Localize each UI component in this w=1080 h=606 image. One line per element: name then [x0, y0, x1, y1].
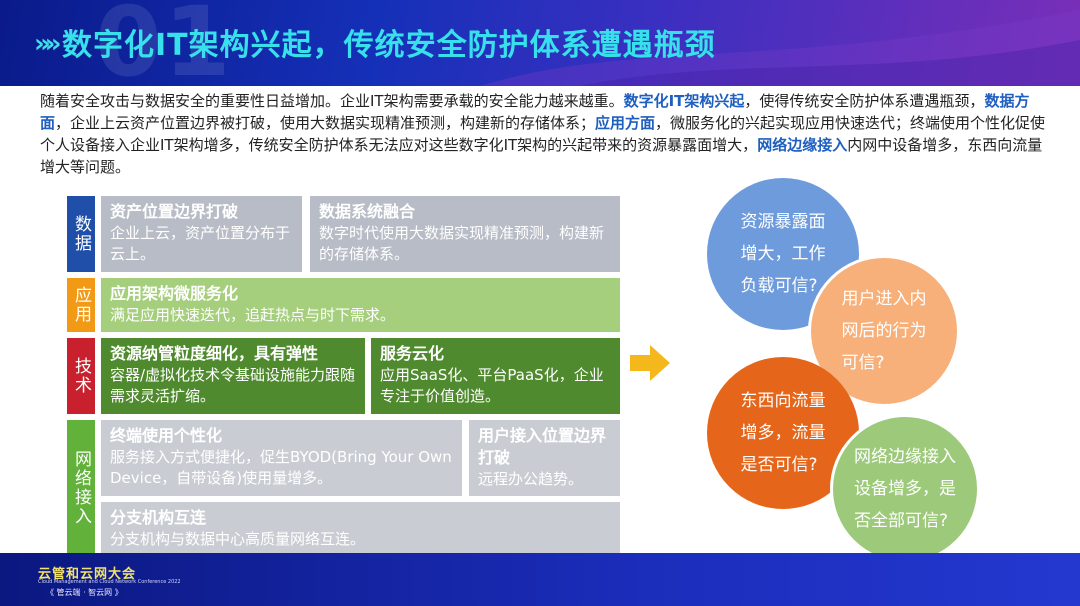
cell-asset-boundary: 资产位置边界打破 企业上云，资产位置分布于云上。: [101, 196, 302, 272]
cell-resource-elastic: 资源纳管粒度细化，具有弹性 容器/虚拟化技术令基础设施能力跟随需求灵活扩缩。: [101, 338, 365, 414]
category-technology: 技术: [67, 338, 95, 414]
intro-highlight-3: 应用方面: [595, 114, 656, 132]
intro-text-3: ，企业上云资产位置边界被打破，使用大数据实现精准预测，构建新的存储体系；: [55, 114, 596, 132]
cell-service-cloud: 服务云化 应用SaaS化、平台PaaS化，企业专注于价值创造。: [371, 338, 620, 414]
cell-title: 终端使用个性化: [110, 426, 223, 445]
chevron-right-icon: »»: [34, 29, 61, 59]
cell-body: 应用SaaS化、平台PaaS化，企业专注于价值创造。: [380, 366, 604, 405]
header-wave-decoration: [480, 10, 1080, 86]
conference-subtitle: Cloud Management and Cloud Network Confe…: [38, 579, 181, 585]
cell-title: 服务云化: [380, 344, 445, 363]
cell-title: 用户接入位置边界打破: [478, 426, 607, 467]
intro-highlight-1: 数字化IT架构兴起: [623, 92, 745, 110]
intro-highlight-2: 数据方面: [40, 92, 1030, 132]
intro-text-5: 内网中设备增多，东西向流量增大等问题。: [40, 136, 1043, 176]
cell-title: 数据系统融合: [319, 202, 416, 221]
cell-title: 分支机构互连: [110, 508, 207, 527]
circle-resource-exposure: 资源暴露面增大，工作负载可信?: [707, 178, 859, 330]
cell-title: 资源纳管粒度细化，具有弹性: [110, 344, 319, 363]
footer-bar: 云管和云网大会 Cloud Management and Cloud Netwo…: [0, 553, 1080, 606]
intro-highlight-4: 网络边缘接入: [757, 136, 848, 154]
header-banner: 01 »» 数字化IT架构兴起，传统安全防护体系遭遇瓶颈: [0, 0, 1080, 86]
cell-terminal-personalization: 终端使用个性化 服务接入方式便捷化，促生BYOD(Bring Your Own …: [101, 420, 462, 496]
category-application: 应用: [67, 278, 95, 332]
cell-body: 分支机构与数据中心高质量网络互连。: [110, 530, 366, 548]
cell-body: 数字时代使用大数据实现精准预测，构建新的存储体系。: [319, 224, 605, 263]
circle-edge-devices: 网络边缘接入设备增多，是否全部可信?: [830, 414, 980, 564]
page-title: 数字化IT架构兴起，传统安全防护体系遭遇瓶颈: [62, 28, 716, 63]
arrow-right-icon: [630, 345, 670, 381]
cell-body: 企业上云，资产位置分布于云上。: [110, 224, 291, 263]
category-network-access: 网络接入: [67, 420, 95, 556]
cell-body: 满足应用快速迭代，追赶热点与时下需求。: [110, 306, 396, 324]
conference-logo: 云管和云网大会: [38, 567, 137, 582]
conference-slogan: 《 管云端 · 智云网 》: [46, 588, 123, 597]
intro-text-2: ，使得传统安全防护体系遭遇瓶颈，: [744, 92, 985, 110]
section-number-watermark: 01: [95, 0, 233, 86]
category-data: 数据: [67, 196, 95, 272]
intro-text-1: 随着安全攻击与数据安全的重要性日益增加。企业IT架构需要承载的安全能力越来越重。: [40, 92, 624, 110]
cell-data-system-fusion: 数据系统融合 数字时代使用大数据实现精准预测，构建新的存储体系。: [310, 196, 620, 272]
cell-branch-interconnect: 分支机构互连 分支机构与数据中心高质量网络互连。: [101, 502, 620, 556]
intro-paragraph: 随着安全攻击与数据安全的重要性日益增加。企业IT架构需要承载的安全能力越来越重。…: [40, 90, 1050, 178]
cell-title: 资产位置边界打破: [110, 202, 239, 221]
cell-body: 容器/虚拟化技术令基础设施能力跟随需求灵活扩缩。: [110, 366, 356, 405]
intro-text-4: ，微服务化的兴起实现应用快速迭代；终端使用个性化促使个人设备接入企业IT架构增多…: [40, 114, 1046, 154]
cell-app-microservice: 应用架构微服务化 满足应用快速迭代，追赶热点与时下需求。: [101, 278, 620, 332]
cell-title: 应用架构微服务化: [110, 284, 239, 303]
cell-body: 服务接入方式便捷化，促生BYOD(Bring Your Own Device，自…: [110, 448, 452, 487]
cell-user-access-boundary: 用户接入位置边界打破 远程办公趋势。: [469, 420, 620, 496]
cell-body: 远程办公趋势。: [478, 470, 584, 488]
